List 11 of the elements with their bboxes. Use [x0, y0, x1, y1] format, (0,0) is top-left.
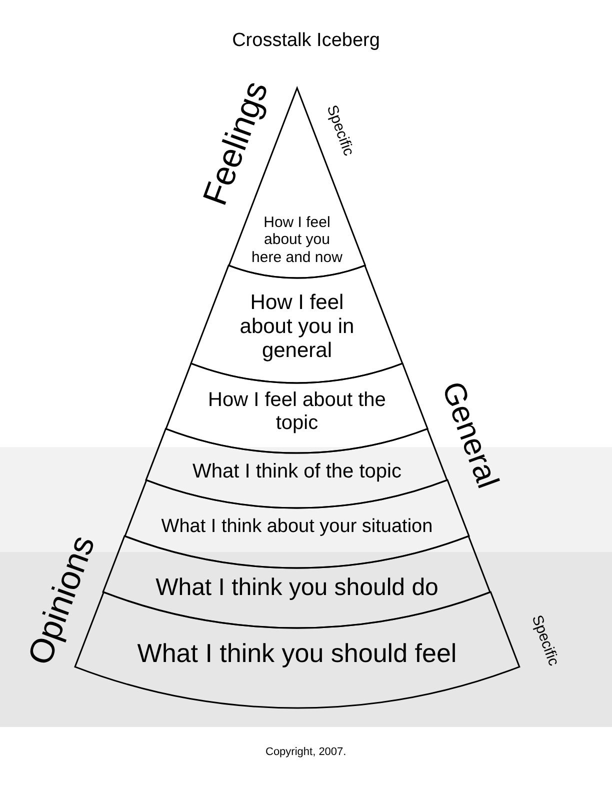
layer-text: How I feel about you here and now [250, 214, 343, 266]
side-label: Specific [528, 612, 562, 668]
layer-text: How I feel about you in general [238, 290, 356, 364]
layer-text: What I think of the topic [191, 460, 402, 484]
layer-text: How I feel about the topic [207, 389, 387, 435]
layer-text: What I think you should do [154, 574, 440, 602]
copyright-note: Copyright, 2007. [266, 746, 346, 758]
layer-text: What I think you should feel [136, 639, 458, 669]
side-label: Specific [322, 102, 357, 158]
layer-text: What I think about your situation [160, 516, 434, 538]
title: Crosstalk Iceberg [231, 30, 381, 52]
